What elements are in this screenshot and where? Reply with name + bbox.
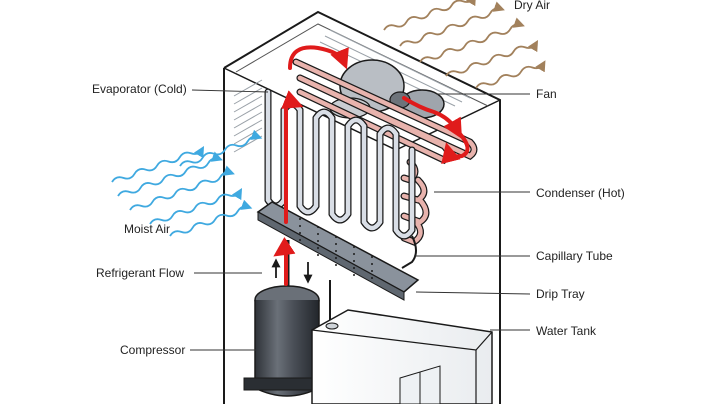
label-moist-air: Moist Air — [124, 222, 171, 236]
label-water-tank: Water Tank — [536, 324, 597, 338]
label-compressor: Compressor — [120, 343, 186, 357]
top-grill — [233, 29, 471, 153]
moist-air-arrows — [111, 129, 263, 237]
label-dry-air: Dry Air — [514, 0, 550, 12]
label-capillary-tube: Capillary Tube — [536, 249, 613, 263]
label-evaporator: Evaporator (Cold) — [92, 82, 187, 96]
refrigerant-flow-path — [273, 45, 470, 286]
label-fan: Fan — [536, 87, 557, 101]
leader-lines — [190, 89, 531, 351]
label-condenser: Condenser (Hot) — [536, 186, 625, 200]
water-drips — [299, 218, 373, 284]
label-drip-tray: Drip Tray — [536, 287, 585, 301]
drip-tray — [256, 201, 420, 301]
dry-air-arrows — [383, 0, 546, 89]
label-refrigerant-flow: Refrigerant Flow — [96, 266, 185, 280]
water-tank — [311, 309, 493, 405]
capillary-tube — [401, 235, 417, 269]
refrigerant-flow-arrows — [271, 258, 313, 284]
